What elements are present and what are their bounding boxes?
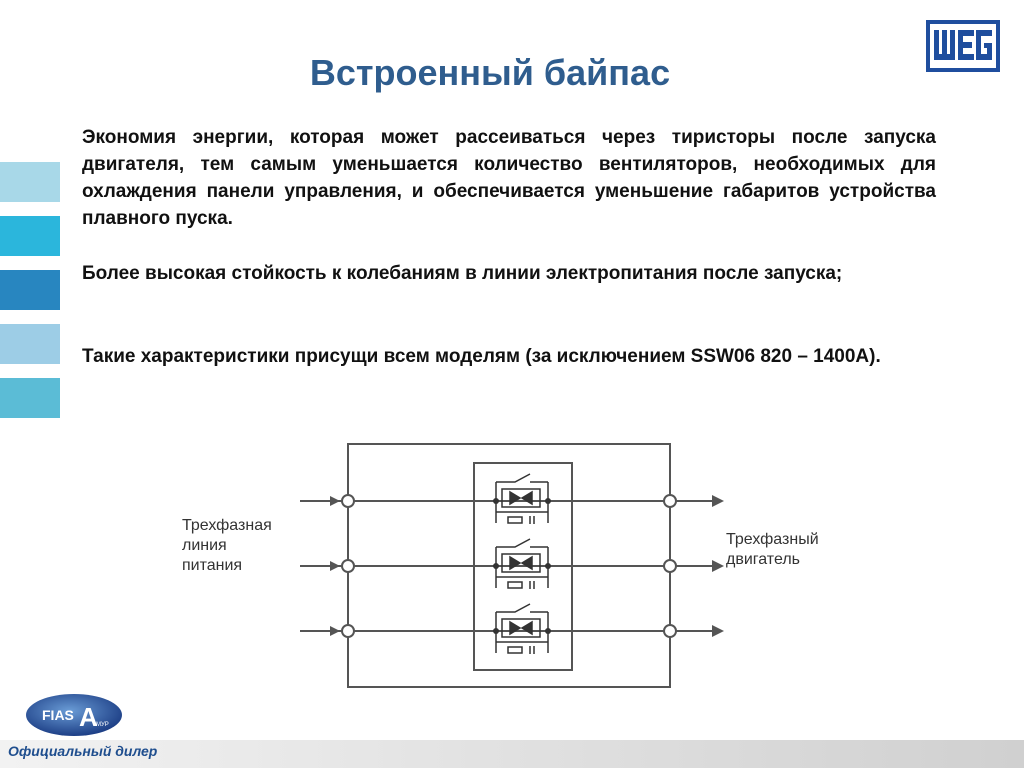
- side-color-block-4: [0, 324, 60, 364]
- input-label: Трехфазная линия питания: [182, 516, 272, 576]
- fias-logo: FIAS A МУР: [26, 694, 122, 736]
- input-label-line-2: линия: [182, 537, 227, 554]
- footer-bar: [0, 740, 1024, 768]
- paragraph-stability: Более высокая стойкость к колебаниям в л…: [82, 263, 843, 284]
- paragraph-energy: Экономия энергии, которая может рассеива…: [82, 127, 936, 229]
- input-label-line-1: Трехфазная: [182, 517, 272, 534]
- fias-logo-letter: A: [79, 702, 98, 732]
- fias-logo-sub: МУР: [96, 722, 109, 728]
- output-label: Трехфазный двигатель: [726, 530, 819, 570]
- paragraph-models: Такие характеристики присущи всем моделя…: [82, 346, 881, 367]
- side-color-block-2: [0, 216, 60, 256]
- dealer-text: Официальный дилер: [8, 743, 158, 759]
- input-label-line-3: питания: [182, 557, 243, 574]
- side-color-block-3: [0, 270, 60, 310]
- output-label-line-2: двигатель: [726, 551, 800, 568]
- fias-logo-main: FIAS: [42, 707, 74, 723]
- side-color-block-5: [0, 378, 60, 418]
- weg-logo: [926, 20, 1000, 72]
- output-label-line-1: Трехфазный: [726, 531, 819, 548]
- side-color-block-1: [0, 162, 60, 202]
- page-title: Встроенный байпас: [309, 52, 671, 93]
